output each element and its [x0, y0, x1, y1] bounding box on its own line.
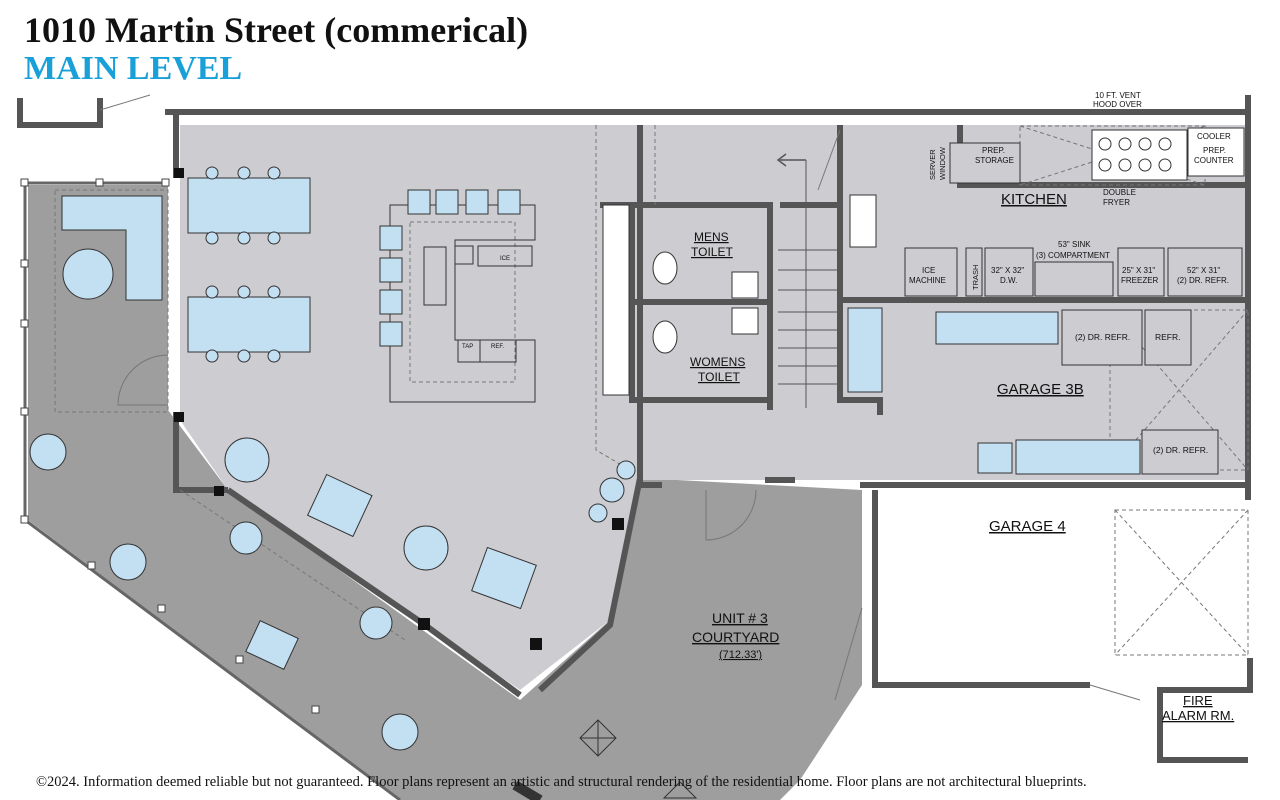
server-window-label: SERVER: [928, 149, 937, 180]
sink-label-2: (3) COMPARTMENT: [1036, 251, 1110, 260]
prep-storage-label-2: STORAGE: [975, 156, 1014, 165]
womens-toilet-label: WOMENS: [690, 355, 745, 369]
cooler-label: COOLER: [1197, 132, 1231, 141]
vent-label-2: HOOD OVER: [1093, 100, 1142, 109]
page-title: 1010 Martin Street (commerical): [24, 10, 529, 50]
bar-ref-label: REF.: [491, 344, 504, 350]
furniture: [29, 166, 636, 800]
courtyard-area-label: (712.33'): [719, 649, 762, 661]
trash-label: TRASH: [971, 265, 980, 290]
vent-label: 10 FT. VENT: [1095, 91, 1141, 100]
refr-52-label-2: (2) DR. REFR.: [1177, 276, 1229, 285]
patio-posts: [20, 178, 320, 714]
wall-columns: [174, 168, 624, 650]
kitchen-fixtures: [849, 127, 1245, 297]
ice-machine-label: ICE: [922, 266, 935, 275]
fire-alarm-label: FIRE: [1183, 693, 1213, 708]
garage-3b-fixtures: [847, 307, 1219, 475]
garage-refr-label: (2) DR. REFR.: [1075, 332, 1130, 342]
fryer-label: DOUBLE: [1103, 188, 1136, 197]
freezer-label-2: FREEZER: [1121, 276, 1159, 285]
dw-label: 32" X 32": [991, 266, 1024, 275]
fryer-label-2: FRYER: [1103, 198, 1130, 207]
stairs: [776, 153, 838, 408]
door-swings: [99, 94, 1141, 701]
patio-area: [28, 185, 862, 800]
freezer-label: 25" X 31": [1122, 266, 1155, 275]
fire-alarm-label-2: ALARM RM.: [1162, 708, 1234, 723]
server-window-label-2: WINDOW: [938, 146, 947, 180]
sink-label: 53" SINK: [1058, 240, 1091, 249]
kitchen-label: KITCHEN: [1001, 191, 1067, 208]
mens-toilet-label-2: TOILET: [691, 245, 733, 259]
garage-4-label: GARAGE 4: [989, 518, 1066, 535]
exhaust-unit-2: [662, 781, 698, 799]
bar-ice-label: ICE: [500, 256, 510, 262]
page-subtitle: MAIN LEVEL: [24, 50, 243, 87]
disclaimer: ©2024. Information deemed reliable but n…: [36, 774, 1087, 790]
prep-counter-label-2: COUNTER: [1194, 156, 1234, 165]
prep-counter-label: PREP.: [1203, 146, 1226, 155]
courtyard-label-2: COURTYARD: [692, 629, 779, 645]
garage-refr-label-2: REFR.: [1155, 332, 1181, 342]
prep-storage-label: PREP.: [982, 146, 1005, 155]
garage-4-area: [880, 490, 1248, 680]
mens-toilet-label: MENS: [694, 230, 729, 244]
dw-label-2: D.W.: [1000, 276, 1017, 285]
garage-3b-label: GARAGE 3B: [997, 381, 1084, 398]
refr-52-label: 52" X 31": [1187, 266, 1220, 275]
womens-toilet-label-2: TOILET: [698, 370, 740, 384]
ice-machine-label-2: MACHINE: [909, 276, 946, 285]
restroom-fixtures: [602, 204, 759, 396]
garage-refr-label-3: (2) DR. REFR.: [1153, 445, 1208, 455]
bar-tap-label: TAP: [462, 344, 473, 350]
courtyard-label: UNIT # 3: [712, 610, 768, 626]
